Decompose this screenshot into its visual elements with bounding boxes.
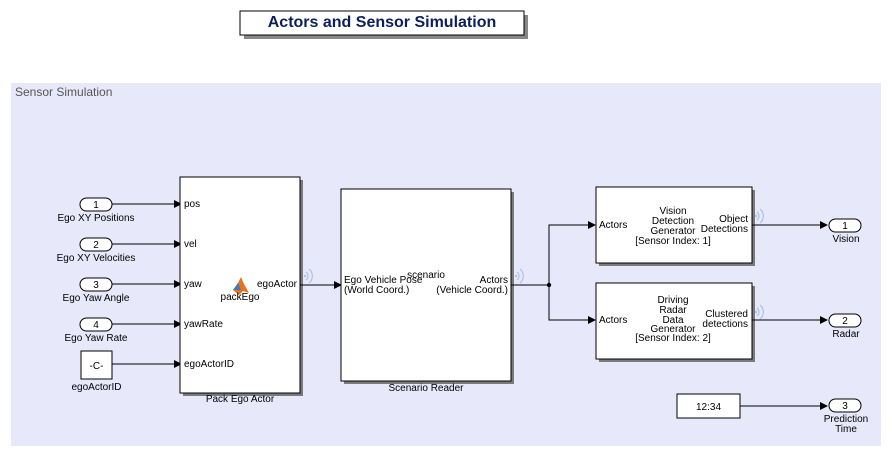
inport-4[interactable]: 4 Ego Yaw Rate bbox=[64, 317, 128, 344]
outport-1-number: 1 bbox=[842, 221, 848, 232]
page-title: Actors and Sensor Simulation bbox=[268, 14, 496, 31]
pack-input-yaw: yaw bbox=[184, 279, 203, 290]
title-banner: Actors and Sensor Simulation bbox=[239, 10, 528, 39]
inport-2-label: Ego XY Velocities bbox=[57, 253, 136, 264]
pack-ego-actor-block[interactable]: pos vel yaw yawRate egoActorID egoActor … bbox=[179, 176, 303, 396]
outport-2-label: Radar bbox=[832, 329, 860, 340]
signal-icon bbox=[754, 208, 764, 224]
clock-value: 12:34 bbox=[696, 402, 721, 413]
pack-input-pos: pos bbox=[184, 199, 200, 210]
vision-output-line1: Object bbox=[719, 214, 748, 225]
radar-title-line4: Generator bbox=[650, 324, 696, 335]
pack-block-name: Pack Ego Actor bbox=[206, 394, 275, 405]
outport-vision[interactable]: 1 Vision bbox=[828, 218, 862, 245]
reader-input-line2: (World Coord.) bbox=[344, 285, 409, 296]
inport-3-label: Ego Yaw Angle bbox=[63, 293, 130, 304]
radar-title-line3: Data bbox=[662, 315, 684, 326]
signal-icon bbox=[514, 268, 524, 284]
signal-icon bbox=[754, 304, 764, 320]
matlab-function-icon bbox=[233, 277, 249, 295]
outport-3-number: 3 bbox=[842, 401, 848, 412]
outport-prediction-time[interactable]: 3 Prediction Time bbox=[824, 398, 868, 435]
pack-output-egoactor: egoActor bbox=[257, 279, 298, 290]
radar-title-line2: Radar bbox=[659, 305, 687, 316]
outport-1-label: Vision bbox=[832, 234, 859, 245]
reader-block-name: Scenario Reader bbox=[388, 383, 464, 394]
pack-input-egoactorid: egoActorID bbox=[184, 359, 234, 370]
outport-3-label-line2: Time bbox=[835, 424, 857, 435]
inport-4-number: 4 bbox=[93, 320, 99, 331]
wire-actors-radar bbox=[548, 285, 596, 324]
vision-title-line3: Generator bbox=[650, 226, 696, 237]
inport-3-number: 3 bbox=[93, 280, 99, 291]
radar-output-line2: detections bbox=[702, 319, 748, 330]
area-label: Sensor Simulation bbox=[15, 85, 112, 99]
inport-4-label: Ego Yaw Rate bbox=[64, 333, 127, 344]
radar-output-line1: Clustered bbox=[705, 309, 748, 320]
inport-2-number: 2 bbox=[93, 240, 99, 251]
reader-input-line1: Ego Vehicle Pose bbox=[344, 275, 423, 286]
outport-radar[interactable]: 2 Radar bbox=[828, 313, 862, 340]
vision-input-label: Actors bbox=[599, 220, 627, 231]
vision-title-line2: Detection bbox=[652, 216, 694, 227]
signal-icon bbox=[303, 268, 313, 284]
radar-title-line1: Driving bbox=[657, 295, 688, 306]
inport-1-label: Ego XY Positions bbox=[57, 213, 134, 224]
reader-output-line2: (Vehicle Coord.) bbox=[436, 285, 508, 296]
wire-actors-vision bbox=[548, 221, 596, 285]
inport-1-number: 1 bbox=[93, 200, 99, 211]
constant-block[interactable]: -C- egoActorID bbox=[71, 350, 122, 393]
inport-3[interactable]: 3 Ego Yaw Angle bbox=[63, 277, 130, 304]
radar-data-generator-block[interactable]: Actors Driving Radar Data Generator [Sen… bbox=[595, 282, 755, 362]
pack-function-name: packEgo bbox=[221, 292, 260, 303]
radar-sensor-index: [Sensor Index: 2] bbox=[635, 333, 711, 344]
pack-input-vel: vel bbox=[184, 239, 197, 250]
vision-sensor-index: [Sensor Index: 1] bbox=[635, 236, 711, 247]
pack-input-yawrate: yawRate bbox=[184, 319, 223, 330]
constant-value: -C- bbox=[90, 361, 104, 372]
constant-label: egoActorID bbox=[71, 382, 121, 393]
vision-title-line1: Vision bbox=[659, 206, 686, 217]
scenario-reader-block[interactable]: scenario Ego Vehicle Pose (World Coord.)… bbox=[340, 188, 514, 384]
clock-block[interactable]: 12:34 bbox=[676, 393, 741, 419]
reader-center-label: scenario bbox=[407, 270, 445, 281]
vision-detection-generator-block[interactable]: Actors Vision Detection Generator [Senso… bbox=[595, 186, 755, 266]
outport-2-number: 2 bbox=[842, 316, 848, 327]
outport-3-label-line1: Prediction bbox=[824, 414, 868, 425]
vision-output-line2: Detections bbox=[701, 224, 748, 235]
radar-input-label: Actors bbox=[599, 315, 627, 326]
reader-output-line1: Actors bbox=[480, 275, 508, 286]
